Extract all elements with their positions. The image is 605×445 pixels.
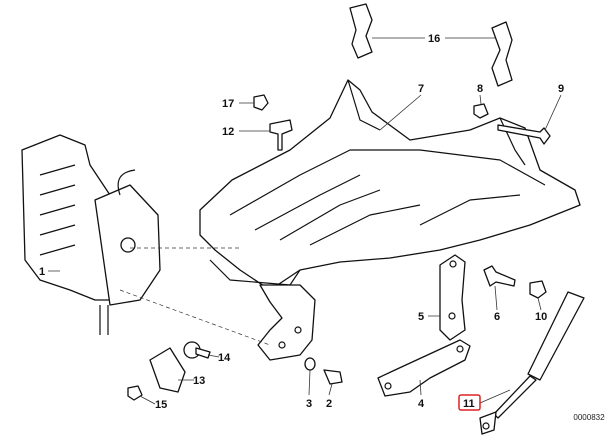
callout-16[interactable]: 16 — [428, 33, 440, 45]
part-17-nut[interactable] — [253, 94, 269, 111]
callout-3[interactable]: 3 — [306, 398, 312, 410]
callout-5[interactable]: 5 — [418, 311, 424, 323]
part-15-nut[interactable] — [127, 385, 143, 401]
callout-10[interactable]: 10 — [535, 311, 547, 323]
callout-1[interactable]: 1 — [39, 266, 45, 278]
callout-12[interactable]: 12 — [222, 126, 234, 138]
callout-15[interactable]: 15 — [155, 399, 167, 411]
part-12-screw[interactable] — [269, 119, 293, 151]
callout-11[interactable]: 11 — [463, 398, 475, 410]
part-9-bolt[interactable] — [497, 124, 551, 145]
part-14-screw[interactable] — [183, 341, 211, 359]
part-2-bolt[interactable] — [323, 369, 343, 385]
part-10-nut[interactable] — [529, 280, 547, 299]
callout-13[interactable]: 13 — [193, 375, 205, 387]
callout-9[interactable]: 9 — [558, 83, 564, 95]
callout-8[interactable]: 8 — [477, 83, 483, 95]
part-13-clip[interactable] — [149, 347, 186, 393]
part-5-plate[interactable] — [439, 254, 466, 341]
part-6-bolt[interactable] — [483, 265, 516, 287]
callout-7[interactable]: 7 — [418, 83, 424, 95]
part-11-gas-spring[interactable] — [479, 291, 585, 435]
callout-14[interactable]: 14 — [218, 352, 231, 364]
diagram-code: 00008320 — [573, 413, 605, 422]
part-4-bracket[interactable] — [377, 339, 471, 397]
callout-4[interactable]: 4 — [418, 398, 425, 410]
callout-17[interactable]: 17 — [222, 98, 234, 110]
callout-11-highlight — [458, 394, 481, 411]
part-1-adjuster[interactable] — [21, 134, 161, 335]
callout-2[interactable]: 2 — [326, 398, 332, 410]
part-16-brackets[interactable] — [349, 3, 513, 87]
callout-6[interactable]: 6 — [494, 311, 500, 323]
part-8-nut[interactable] — [473, 103, 489, 119]
